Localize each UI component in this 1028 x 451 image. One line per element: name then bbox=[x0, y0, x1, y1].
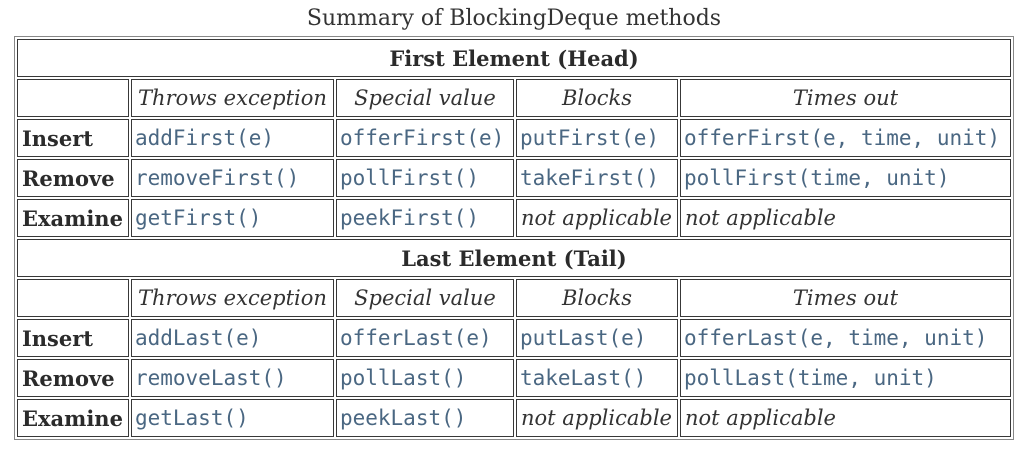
table-row-remove: Remove removeLast() pollLast() takeLast(… bbox=[16, 359, 1012, 397]
not-applicable-cell: not applicable bbox=[679, 399, 1012, 437]
method-cell: getLast() bbox=[130, 399, 334, 437]
method-cell: pollFirst(time, unit) bbox=[679, 159, 1012, 197]
method-link[interactable]: offerFirst(e) bbox=[339, 126, 505, 150]
not-applicable-cell: not applicable bbox=[679, 199, 1012, 237]
method-cell: pollFirst() bbox=[335, 159, 514, 197]
method-cell: getFirst() bbox=[130, 199, 334, 237]
method-cell: addLast(e) bbox=[130, 319, 334, 357]
column-header-times-out: Times out bbox=[679, 279, 1012, 317]
column-header-special-value: Special value bbox=[335, 279, 514, 317]
method-link[interactable]: removeFirst() bbox=[134, 166, 300, 190]
method-cell: pollLast() bbox=[335, 359, 514, 397]
method-link[interactable]: putLast(e) bbox=[519, 326, 647, 350]
row-label: Remove bbox=[16, 359, 129, 397]
corner-cell bbox=[16, 79, 129, 117]
column-header-row: Throws exception Special value Blocks Ti… bbox=[16, 79, 1012, 117]
row-label: Insert bbox=[16, 319, 129, 357]
method-cell: takeLast() bbox=[515, 359, 678, 397]
not-applicable-cell: not applicable bbox=[515, 199, 678, 237]
method-link[interactable]: getFirst() bbox=[134, 206, 262, 230]
section-heading-first: First Element (Head) bbox=[16, 39, 1012, 77]
method-cell: removeFirst() bbox=[130, 159, 334, 197]
method-link[interactable]: removeLast() bbox=[134, 366, 287, 390]
method-cell: pollLast(time, unit) bbox=[679, 359, 1012, 397]
method-link[interactable]: pollFirst(time, unit) bbox=[683, 166, 950, 190]
not-applicable-cell: not applicable bbox=[515, 399, 678, 437]
method-link[interactable]: pollLast(time, unit) bbox=[683, 366, 937, 390]
method-cell: peekLast() bbox=[335, 399, 514, 437]
method-cell: offerFirst(e) bbox=[335, 119, 514, 157]
section-heading-last: Last Element (Tail) bbox=[16, 239, 1012, 277]
method-cell: peekFirst() bbox=[335, 199, 514, 237]
method-link[interactable]: peekLast() bbox=[339, 406, 467, 430]
row-label: Examine bbox=[16, 199, 129, 237]
method-cell: takeFirst() bbox=[515, 159, 678, 197]
blockingdeque-summary-table: Summary of BlockingDeque methods First E… bbox=[13, 6, 1015, 440]
table-row-insert: Insert addLast(e) offerLast(e) putLast(e… bbox=[16, 319, 1012, 357]
method-link[interactable]: offerFirst(e, time, unit) bbox=[683, 126, 1001, 150]
method-link[interactable]: pollLast() bbox=[339, 366, 467, 390]
column-header-blocks: Blocks bbox=[515, 79, 678, 117]
column-header-throws-exception: Throws exception bbox=[130, 279, 334, 317]
method-link[interactable]: takeFirst() bbox=[519, 166, 660, 190]
method-cell: putFirst(e) bbox=[515, 119, 678, 157]
method-cell: offerLast(e, time, unit) bbox=[679, 319, 1012, 357]
method-link[interactable]: offerLast(e) bbox=[339, 326, 492, 350]
method-cell: addFirst(e) bbox=[130, 119, 334, 157]
column-header-blocks: Blocks bbox=[515, 279, 678, 317]
method-link[interactable]: peekFirst() bbox=[339, 206, 480, 230]
table-row-examine: Examine getLast() peekLast() not applica… bbox=[16, 399, 1012, 437]
corner-cell bbox=[16, 279, 129, 317]
column-header-row: Throws exception Special value Blocks Ti… bbox=[16, 279, 1012, 317]
method-cell: putLast(e) bbox=[515, 319, 678, 357]
method-link[interactable]: getLast() bbox=[134, 406, 249, 430]
row-label: Remove bbox=[16, 159, 129, 197]
method-cell: offerLast(e) bbox=[335, 319, 514, 357]
section-heading-row: Last Element (Tail) bbox=[16, 239, 1012, 277]
column-header-throws-exception: Throws exception bbox=[130, 79, 334, 117]
section-heading-row: First Element (Head) bbox=[16, 39, 1012, 77]
method-link[interactable]: addFirst(e) bbox=[134, 126, 275, 150]
page-title: Summary of BlockingDeque methods bbox=[306, 6, 722, 31]
method-link[interactable]: putFirst(e) bbox=[519, 126, 660, 150]
method-link[interactable]: takeLast() bbox=[519, 366, 647, 390]
column-header-special-value: Special value bbox=[335, 79, 514, 117]
table-row-remove: Remove removeFirst() pollFirst() takeFir… bbox=[16, 159, 1012, 197]
table-row-insert: Insert addFirst(e) offerFirst(e) putFirs… bbox=[16, 119, 1012, 157]
row-label: Insert bbox=[16, 119, 129, 157]
table-row-examine: Examine getFirst() peekFirst() not appli… bbox=[16, 199, 1012, 237]
method-link[interactable]: offerLast(e, time, unit) bbox=[683, 326, 988, 350]
method-link[interactable]: addLast(e) bbox=[134, 326, 262, 350]
method-link[interactable]: pollFirst() bbox=[339, 166, 480, 190]
row-label: Examine bbox=[16, 399, 129, 437]
method-cell: offerFirst(e, time, unit) bbox=[679, 119, 1012, 157]
column-header-times-out: Times out bbox=[679, 79, 1012, 117]
method-cell: removeLast() bbox=[130, 359, 334, 397]
